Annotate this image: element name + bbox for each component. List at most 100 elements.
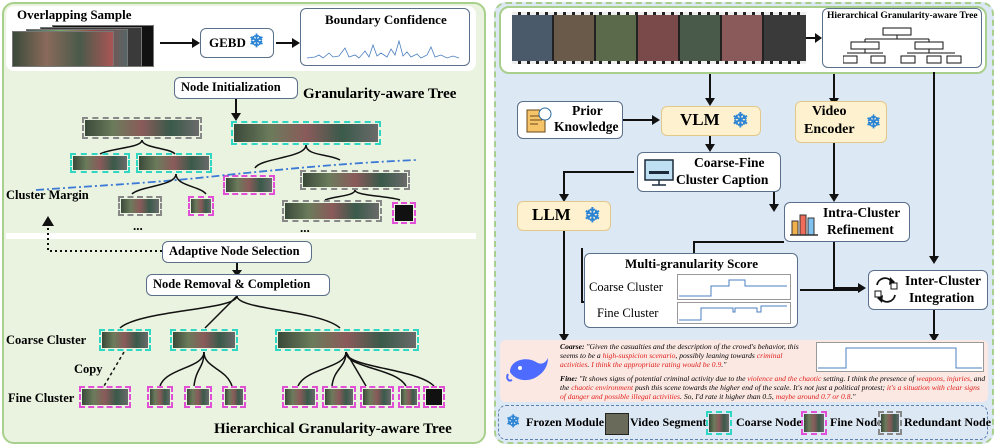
arrow-down-removal — [232, 263, 242, 277]
tree-node-l3-b — [188, 196, 214, 216]
ellipsis-left: ... — [133, 218, 143, 233]
hier-tree-small-box: Hierarchical Granularity-aware Tree — [822, 8, 982, 68]
tree-node-l2-b — [136, 153, 212, 173]
overlapping-sample-stack — [12, 25, 154, 67]
fine-node-5 — [282, 386, 318, 408]
tree-diagram-icon — [843, 27, 962, 64]
video-filmstrip — [512, 12, 806, 64]
fine-cluster-label: Fine Cluster — [8, 391, 75, 405]
cluster-margin-label: Cluster Margin — [6, 188, 89, 202]
ellipsis-right: ... — [300, 220, 310, 235]
bar-chart-icon — [790, 214, 818, 236]
fine-node-7 — [360, 386, 394, 408]
prior-knowledge-box: Prior Knowledge — [517, 101, 623, 139]
fine-cluster-score-label: Fine Cluster — [597, 306, 659, 320]
fine-node-2 — [147, 386, 173, 408]
legend-video-segment-label: Video Segment — [630, 415, 707, 429]
hier-tree-edges-bottom — [103, 351, 435, 387]
fine-node-8 — [398, 386, 420, 408]
arrow-down-tree — [231, 99, 241, 121]
boundary-confidence-plot — [307, 39, 460, 59]
llm-label: LLM — [532, 205, 571, 224]
coarse-output-plot — [816, 342, 984, 372]
node-removal-box: Node Removal & Completion — [146, 274, 330, 296]
cluster-margin-line — [35, 159, 417, 191]
coarse-output-text: Coarse: "Given the casualties and the de… — [560, 342, 799, 370]
divider-strip — [6, 233, 476, 239]
overlapping-sample-label: Overlapping Sample — [17, 7, 132, 22]
legend-redundant-swatch — [878, 411, 902, 435]
hier-tree-small-label: Hierarchical Granularity-aware Tree — [827, 11, 978, 21]
boundary-confidence-box: Boundary Confidence — [300, 8, 470, 66]
snowflake-icon: ❄ — [866, 112, 882, 132]
legend-video-segment-swatch — [605, 413, 629, 435]
coarse-node-3 — [275, 329, 419, 351]
inter-cluster-line2: Integration — [909, 290, 975, 305]
legend-frozen-label: Frozen Module — [526, 415, 605, 429]
legend-coarse-swatch — [706, 411, 732, 435]
coarse-output-label: Coarse: — [560, 342, 585, 351]
intra-cluster-line1: Intra-Cluster — [823, 205, 901, 220]
fine-output-text: Fine: "It shows signs of potential crimi… — [560, 374, 986, 402]
whale-logo-icon — [506, 358, 548, 382]
llm-box: LLM ❄ — [517, 201, 611, 231]
arrow-to-gebd — [160, 38, 200, 48]
legend-redundant-label: Redundant Node — [904, 415, 992, 429]
intra-cluster-line2: Refinement — [827, 222, 894, 237]
fine-output-label: Fine: — [560, 374, 578, 383]
multi-granularity-label: Multi-granularity Score — [625, 256, 758, 271]
legend-snowflake-icon: ❄ — [506, 412, 521, 431]
prior-knowledge-line2: Knowledge — [554, 119, 619, 134]
granularity-tree-title: Granularity-aware Tree — [303, 86, 457, 102]
tree-node-l1-b — [231, 121, 381, 145]
video-encoder-box: Video Encoder ❄ — [795, 101, 887, 143]
caption-screen-icon — [644, 159, 674, 186]
fine-score-plot — [677, 302, 791, 324]
tree-node-l2-a — [70, 153, 130, 173]
tree-edges-l1 — [99, 139, 341, 169]
adaptive-node-selection-box: Adaptive Node Selection — [162, 241, 312, 263]
multi-granularity-box: Multi-granularity Score Coarse Cluster F… — [584, 253, 798, 328]
lightbulb-document-icon — [526, 107, 552, 133]
fine-node-9 — [423, 386, 445, 408]
hier-tree-edges-top — [119, 296, 341, 329]
inter-cluster-box: Inter-Cluster Integration — [868, 270, 988, 310]
tree-node-l3-d — [392, 202, 416, 224]
legend-fine-swatch — [801, 411, 827, 435]
prior-knowledge-line1: Prior — [572, 103, 603, 118]
node-initialization-label: Node Initialization — [181, 80, 281, 94]
inter-cluster-line1: Inter-Cluster — [905, 273, 981, 288]
gebd-box: GEBD ❄ — [200, 28, 274, 58]
coarse-cluster-label: Coarse Cluster — [6, 333, 87, 347]
coarse-fine-line1: Coarse-Fine — [694, 155, 765, 170]
tree-edges-l2 — [131, 173, 401, 201]
tree-node-l3-c — [282, 200, 382, 222]
tree-node-l2-d — [300, 170, 410, 190]
tree-node-l1-a — [82, 117, 202, 139]
snowflake-icon: ❄ — [249, 31, 265, 51]
fine-node-1 — [79, 386, 131, 408]
vlm-box: VLM ❄ — [661, 106, 761, 136]
coarse-fine-line2: Cluster Caption — [676, 172, 769, 187]
legend — [498, 405, 988, 440]
gebd-label: GEBD — [209, 35, 246, 50]
video-encoder-line2: Encoder — [804, 122, 855, 137]
legend-fine-label: Fine Node — [830, 415, 883, 429]
snowflake-icon: ❄ — [584, 205, 601, 227]
coarse-fine-caption-box: Coarse-Fine Cluster Caption — [637, 152, 781, 192]
tree-node-l3-a — [118, 196, 162, 216]
arrow-to-tree-small — [806, 33, 822, 43]
vlm-label: VLM — [680, 110, 720, 129]
intra-cluster-box: Intra-Cluster Refinement — [784, 202, 910, 242]
feedback-dotted-arrow — [42, 216, 162, 252]
fine-node-4 — [222, 386, 246, 408]
arrow-to-boundary — [276, 38, 300, 48]
integration-icon — [874, 277, 898, 303]
copy-label: Copy — [74, 362, 103, 376]
coarse-node-2 — [170, 329, 238, 351]
snowflake-icon: ❄ — [732, 110, 749, 132]
hierarchical-tree-title: Hierarchical Granularity-aware Tree — [214, 421, 452, 437]
video-encoder-line1: Video — [812, 104, 847, 119]
coarse-cluster-score-label: Coarse Cluster — [589, 280, 663, 294]
coarse-node-1 — [99, 329, 151, 351]
